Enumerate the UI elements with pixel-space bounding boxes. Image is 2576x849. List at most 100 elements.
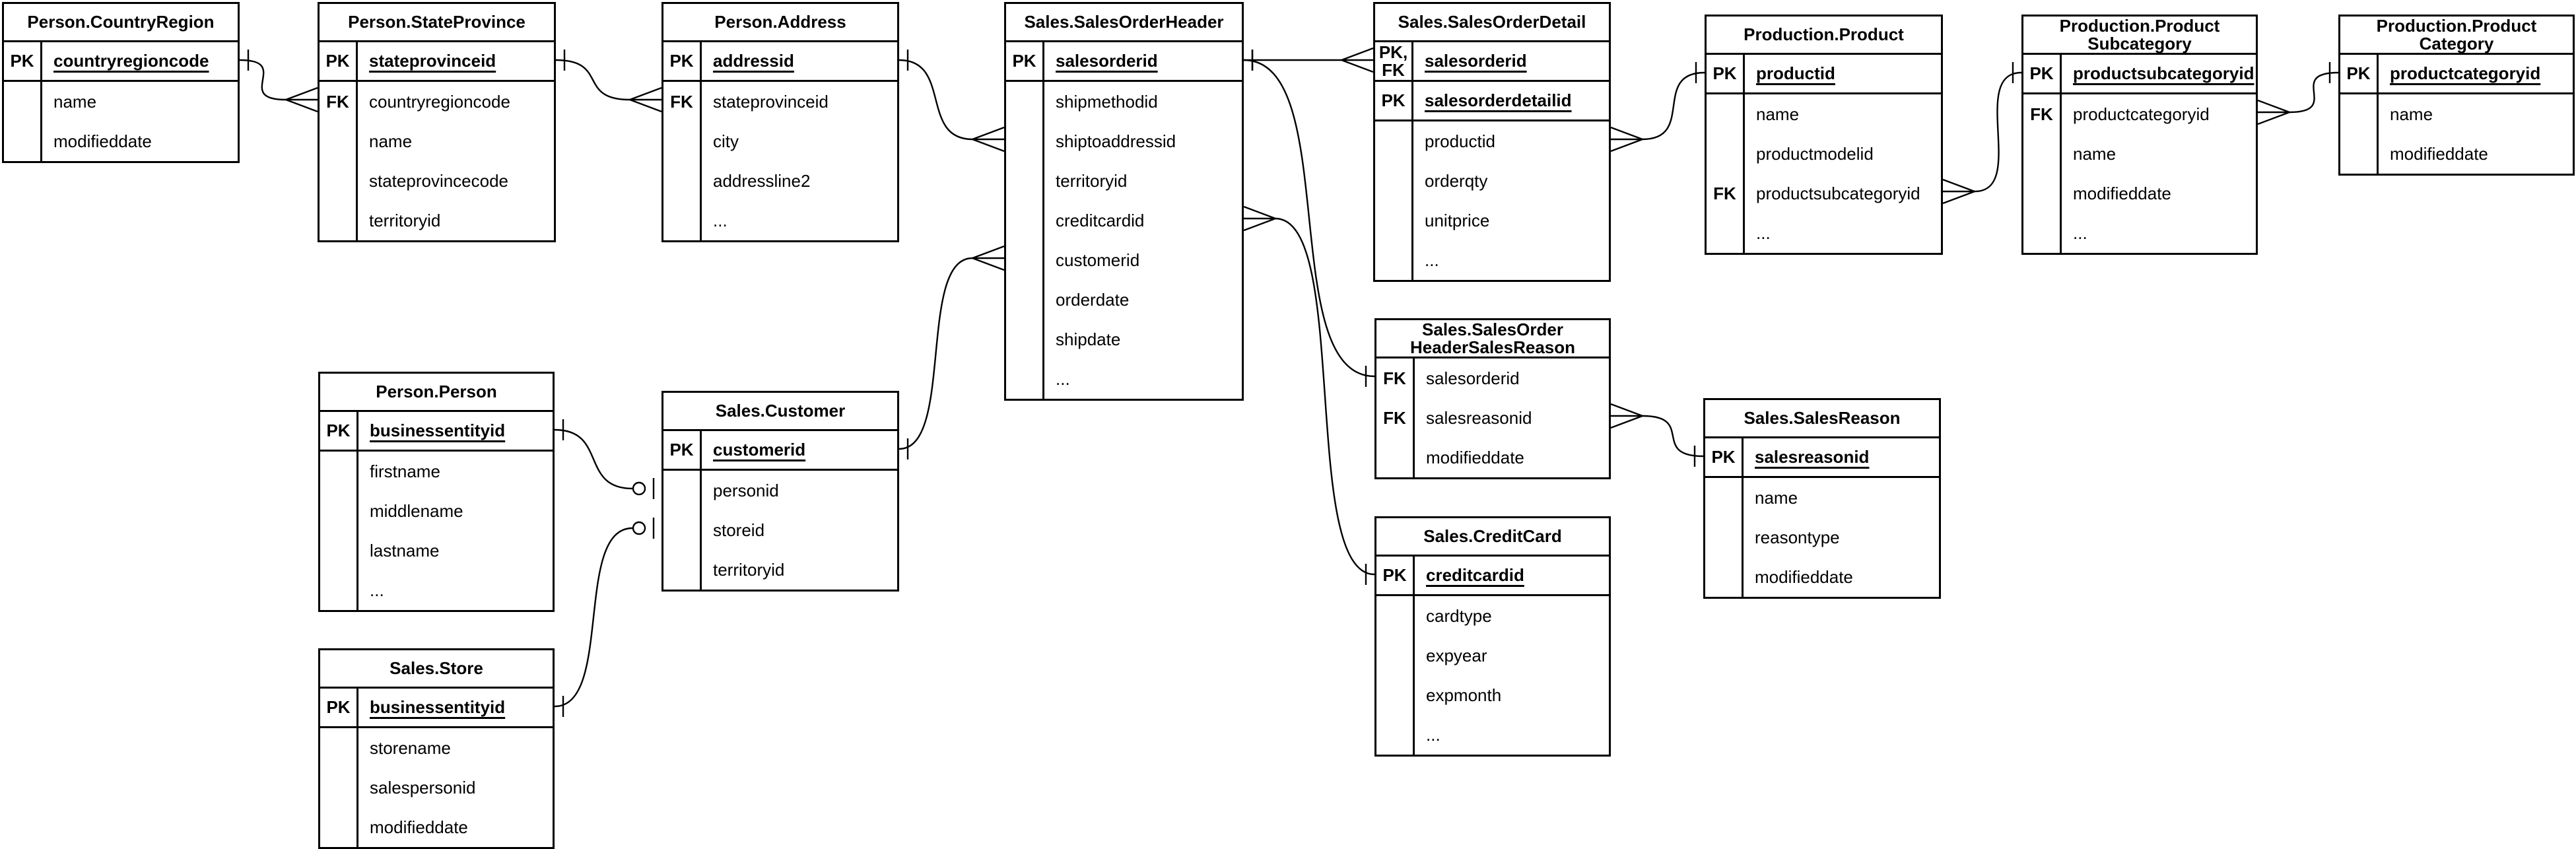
key-badge: PK [320,689,358,726]
attribute-row: shipmethodid [1006,82,1242,121]
primary-key-attribute: productsubcategoryid [2073,63,2254,83]
zero-marker [632,481,646,496]
key-badge: PK [1707,55,1745,92]
attribute-row: FK productsubcategoryid [1707,174,1941,213]
key-badge: PK, FK [1375,42,1413,80]
attribute-row: stateprovincecode [320,161,554,201]
primary-key-attribute: businessentityid [370,421,506,440]
attribute-label: ... [1056,368,1070,389]
table-title: Sales.SalesReason [1705,400,1939,438]
key-badge: PK [663,431,702,469]
table-title: Sales.SalesOrder HeaderSalesReason [1376,320,1609,358]
attribute-label: name [1755,487,1798,508]
key-badge [2023,134,2062,174]
key-badge [1006,240,1044,280]
key-badge [1376,636,1415,675]
attribute-row: cardtype [1376,596,1609,636]
many-marker [1942,178,1975,205]
attribute-label: cardtype [1426,605,1492,626]
attribute-label: territoryid [1056,170,1128,191]
attribute-row: expyear [1376,636,1609,675]
attribute-label: shipmethodid [1056,91,1158,112]
attribute-label: salespersonid [370,777,476,798]
key-badge [1375,240,1413,280]
attribute-row: storeid [663,510,897,550]
attribute-label: ... [370,580,384,600]
primary-key-attribute: salesorderid [1425,51,1527,71]
attribute-row: modifieddate [320,807,553,847]
attribute-row: salespersonid [320,768,553,807]
many-marker [2257,99,2290,125]
relationship-connector [1243,59,1375,378]
attribute-row: ... [2023,213,2256,253]
attribute-row: lastname [320,531,553,570]
key-badge: FK [1707,174,1745,213]
relationship-connector [1642,71,1705,141]
many-marker [629,86,662,113]
key-badge [663,201,702,240]
attribute-label: storeid [713,520,765,540]
attribute-row: customerid [1006,240,1242,280]
key-badge [1006,82,1044,121]
primary-key-attribute: creditcardid [1426,565,1524,585]
key-badge [663,161,702,201]
key-badge: PK [320,412,358,450]
attribute-row: PK customerid [663,431,897,471]
key-badge [663,550,702,590]
primary-key-attribute: salesorderdetailid [1425,90,1572,110]
attribute-row: name [1705,478,1939,518]
relationship-connector [1642,415,1704,458]
attribute-label: ... [2073,222,2087,243]
attribute-row: territoryid [320,201,554,240]
primary-key-attribute: customerid [713,440,806,459]
key-badge: FK [663,82,702,121]
key-badge [1376,438,1415,477]
attribute-label: productid [1425,131,1495,151]
attribute-row: ... [1707,213,1941,253]
table-title: Sales.SalesOrderDetail [1375,4,1609,42]
key-badge [2340,94,2379,134]
key-badge [320,121,358,161]
key-badge [320,161,358,201]
attribute-label: orderqty [1425,170,1488,191]
key-badge [1375,201,1413,240]
key-badge [1705,478,1744,518]
attribute-row: ... [320,570,553,610]
attribute-label: productsubcategoryid [1756,183,1920,203]
attribute-row: ... [663,201,897,240]
primary-key-attribute: countryregioncode [53,51,209,71]
attribute-label: territoryid [713,559,785,580]
attribute-row: modifieddate [4,121,238,161]
key-badge [1006,320,1044,359]
attribute-label: modifieddate [370,817,468,837]
key-badge [320,452,358,491]
key-badge [1376,596,1415,636]
key-badge [1375,121,1413,161]
relationship-connector [554,527,633,708]
many-marker [1610,403,1643,429]
relationship-connector [898,257,973,450]
attribute-label: name [2390,104,2433,124]
key-badge [320,768,358,807]
key-badge [1006,201,1044,240]
attribute-label: stateprovincecode [369,170,509,191]
key-badge [320,491,358,531]
attribute-label: name [53,91,97,112]
attribute-label: addressline2 [713,170,811,191]
